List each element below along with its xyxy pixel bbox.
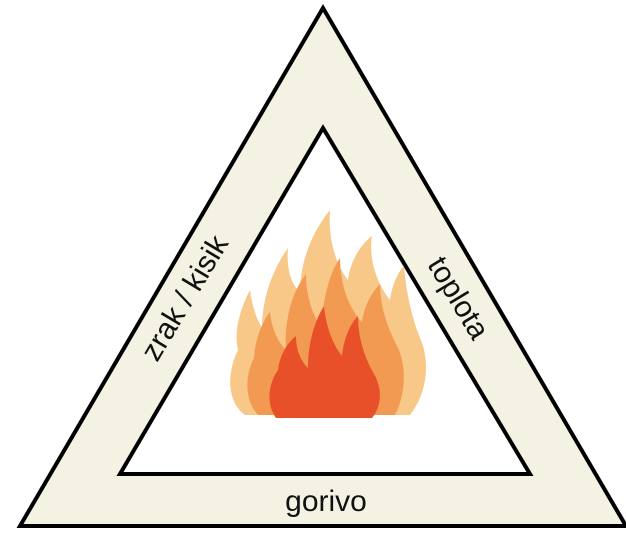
label-bottom-side: gorivo bbox=[285, 485, 367, 518]
